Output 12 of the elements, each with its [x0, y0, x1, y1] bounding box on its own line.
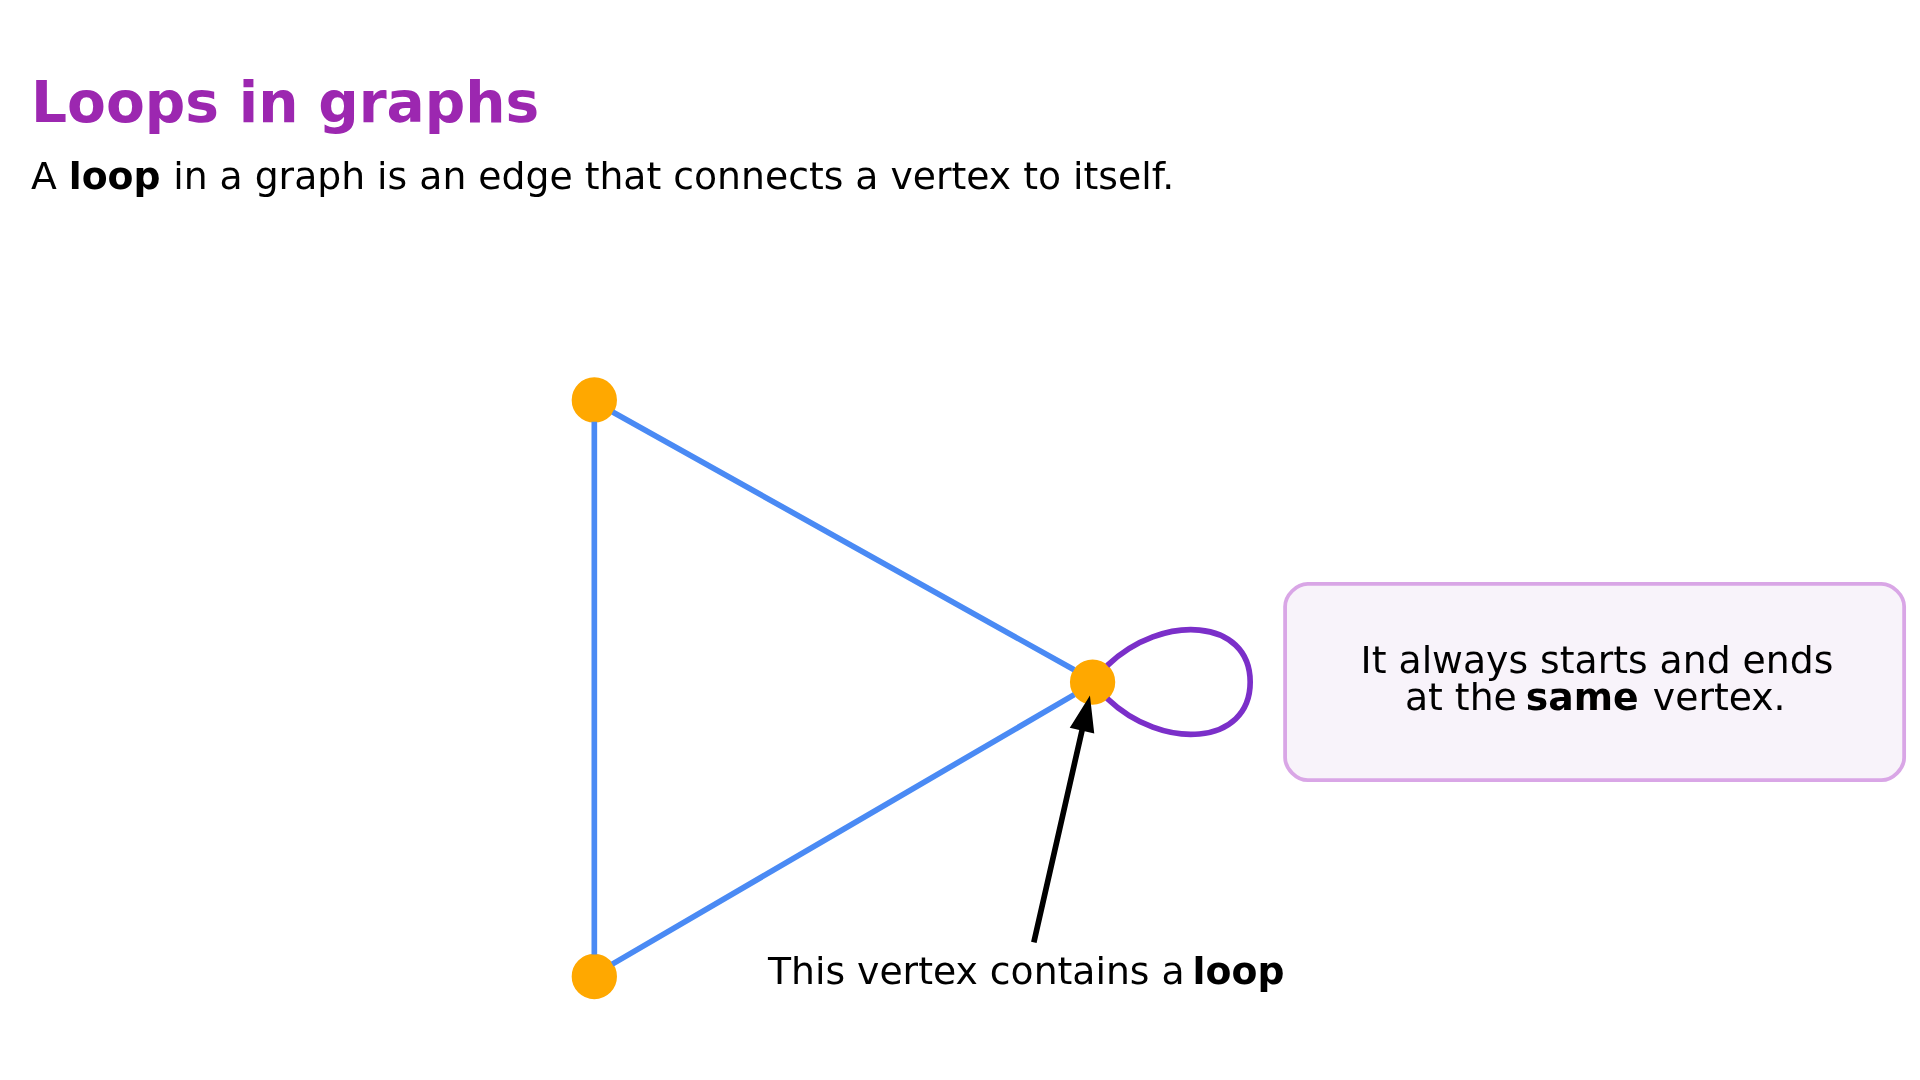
connector	[591, 421, 598, 955]
node-circle	[1069, 658, 1116, 705]
node-circle	[571, 953, 617, 999]
diagram-title: Loops in graphs	[30, 68, 540, 135]
connector	[610, 691, 1076, 967]
arrow	[1031, 695, 1095, 943]
node-text: This vertex contains a loop	[767, 948, 1285, 993]
label: A loop in a graph is an edge that connects a vertex to itself.	[30, 153, 1175, 198]
node-circle	[571, 376, 617, 423]
connector	[611, 409, 1076, 672]
node-box: It always starts and ends at the same vertex.	[1283, 581, 1907, 782]
connector	[1105, 626, 1253, 737]
